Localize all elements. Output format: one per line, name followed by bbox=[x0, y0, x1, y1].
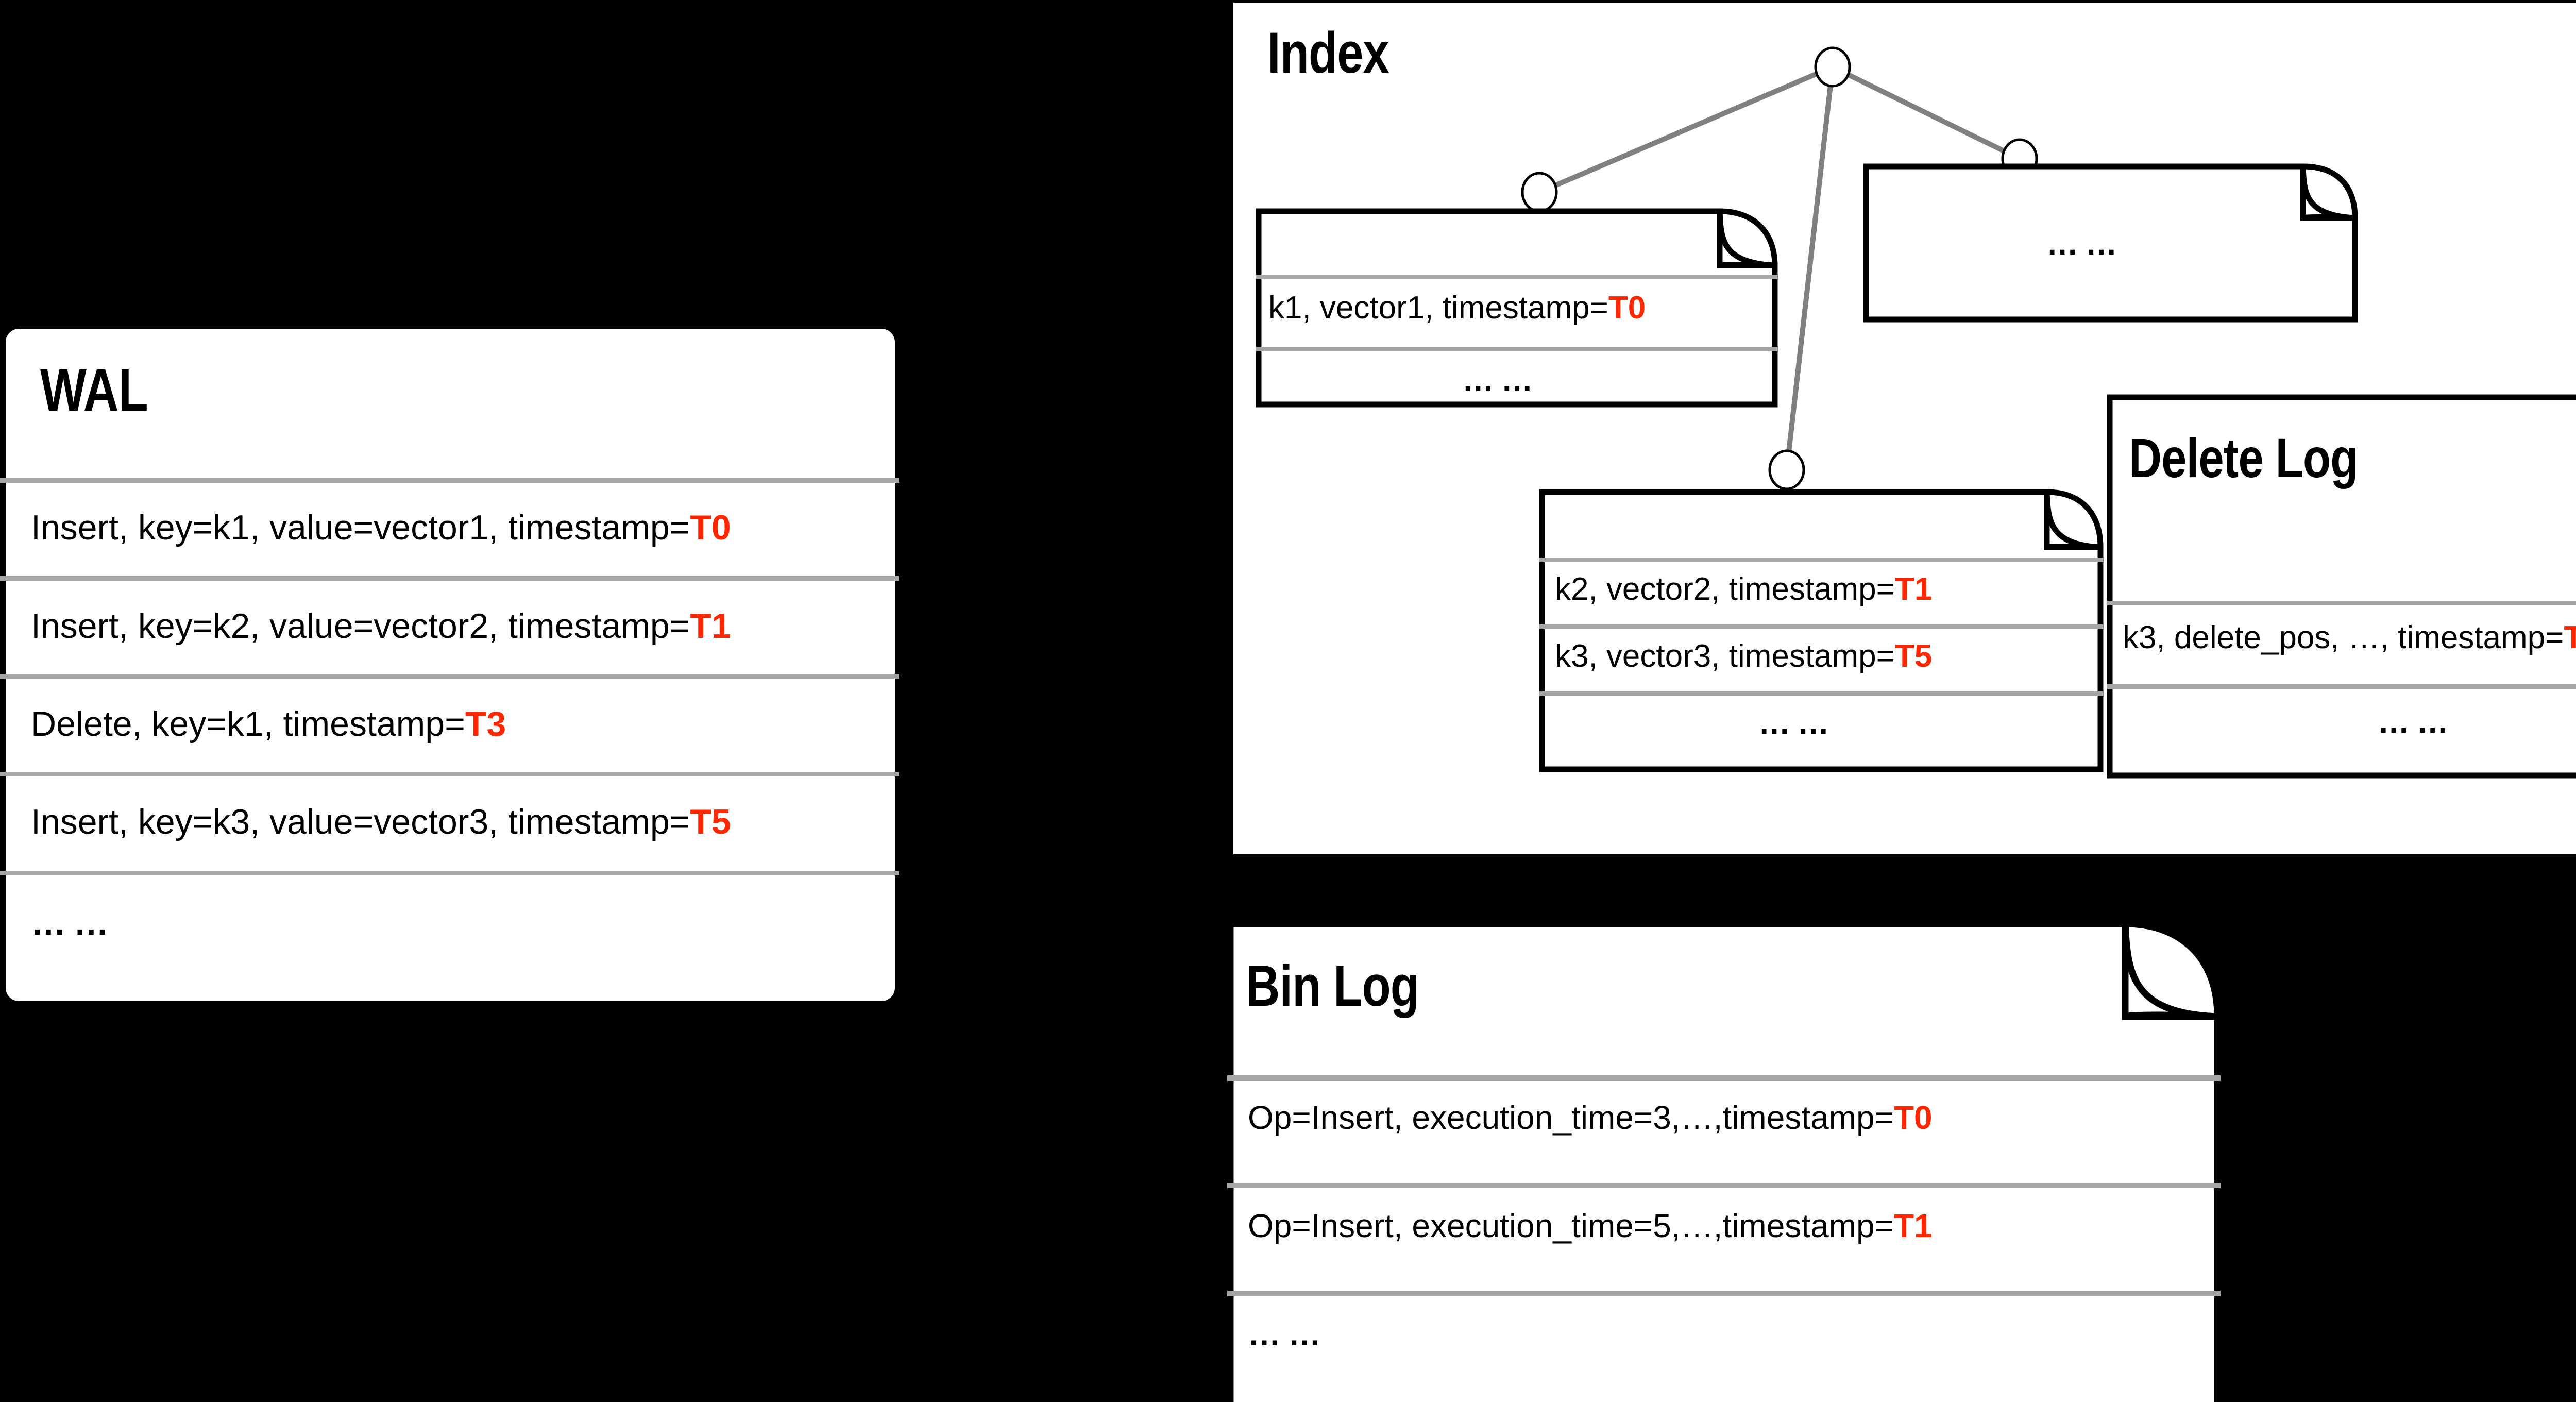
bin-log-row-text: Op=Insert, execution_time=5,…,timestamp= bbox=[1248, 1207, 1894, 1244]
bin-log-separator bbox=[1227, 1291, 2221, 1296]
bin-log-row: Op=Insert, execution_time=5,…,timestamp=… bbox=[1248, 1207, 1933, 1245]
segment-row: …… bbox=[1462, 362, 1540, 399]
wal-separator bbox=[0, 674, 899, 679]
delete-log-card: Delete Log k3, delete_pos, …, timestamp=… bbox=[2107, 394, 2576, 779]
segment-row-text: k3, vector3, timestamp= bbox=[1555, 638, 1895, 674]
segment-row-text: …… bbox=[1758, 705, 1837, 741]
wal-separator bbox=[0, 871, 899, 875]
segment-row: …… bbox=[1758, 705, 1836, 741]
fold-edge bbox=[2045, 544, 2101, 550]
index-title: Index bbox=[1267, 21, 1389, 85]
bin-log-row-text: Op=Insert, execution_time=3,…,timestamp= bbox=[1248, 1099, 1894, 1136]
bin-log-separator bbox=[1227, 1183, 2221, 1188]
bin-log-separator bbox=[1227, 1075, 2221, 1081]
segment-separator bbox=[1256, 275, 1777, 279]
segment-separator bbox=[1256, 347, 1777, 351]
delete-log-title: Delete Log bbox=[2129, 427, 2358, 489]
bin-log-row-timestamp: T0 bbox=[1893, 1099, 1933, 1136]
wal-row-text: Insert, key=k1, value=vector1, timestamp… bbox=[31, 508, 690, 547]
wal-row-text: Insert, key=k3, value=vector3, timestamp… bbox=[31, 802, 690, 841]
segment-row: k2, vector2, timestamp=T1 bbox=[1555, 571, 1932, 607]
wal-row: Insert, key=k3, value=vector3, timestamp… bbox=[31, 802, 731, 842]
fold-edge bbox=[2124, 1011, 2218, 1020]
wal-separator bbox=[0, 772, 899, 776]
segment-card-k2-k3: k2, vector2, timestamp=T1 k3, vector3, t… bbox=[1539, 489, 2104, 772]
wal-row-timestamp: T3 bbox=[465, 704, 506, 744]
wal-row: …… bbox=[31, 903, 116, 943]
wal-panel bbox=[6, 329, 895, 1001]
segment-separator bbox=[1539, 624, 2103, 629]
segment-row-text: k1, vector1, timestamp= bbox=[1268, 290, 1608, 326]
segment-row-timestamp: T0 bbox=[1608, 290, 1646, 326]
card-outline bbox=[2107, 394, 2576, 779]
wal-row-timestamp: T0 bbox=[690, 508, 731, 547]
segment-card-ellipsis: …… bbox=[1863, 163, 2358, 323]
delete-log-separator bbox=[2107, 601, 2576, 605]
fold-edge bbox=[1718, 262, 1775, 268]
bin-log-row-timestamp: T1 bbox=[1893, 1207, 1933, 1244]
wal-row: Insert, key=k2, value=vector2, timestamp… bbox=[31, 606, 731, 646]
wal-title: WAL bbox=[40, 357, 148, 424]
delete-log-separator bbox=[2107, 684, 2576, 689]
wal-separator bbox=[0, 478, 899, 483]
bin-log-card: Bin Log Op=Insert, execution_time=3,…,ti… bbox=[1227, 920, 2221, 1402]
wal-row-text: Insert, key=k2, value=vector2, timestamp… bbox=[31, 606, 690, 646]
segment-row: k3, vector3, timestamp=T5 bbox=[1555, 638, 1932, 674]
segment-row-timestamp: T5 bbox=[1894, 638, 1933, 674]
wal-row: Insert, key=k1, value=vector1, timestamp… bbox=[31, 508, 731, 548]
wal-separator bbox=[0, 576, 899, 581]
segment-row-text: k2, vector2, timestamp= bbox=[1555, 571, 1895, 607]
segment-row: …… bbox=[2046, 226, 2124, 262]
delete-log-row-timestamp: T3 bbox=[2564, 620, 2576, 655]
segment-separator bbox=[1539, 691, 2103, 696]
segment-row-text: …… bbox=[1462, 363, 1540, 398]
wal-row-text: Delete, key=k1, timestamp= bbox=[31, 704, 465, 744]
segment-row-timestamp: T1 bbox=[1894, 571, 1933, 607]
delete-log-row: k3, delete_pos, …, timestamp=T3 bbox=[2123, 619, 2576, 656]
wal-row-timestamp: T5 bbox=[690, 802, 731, 841]
wal-row-timestamp: T1 bbox=[690, 606, 731, 646]
segment-row: k1, vector1, timestamp=T0 bbox=[1268, 290, 1646, 326]
segment-row-text: …… bbox=[2046, 226, 2125, 262]
wal-row-text: …… bbox=[31, 903, 116, 942]
fold-edge bbox=[2301, 214, 2355, 221]
segment-card-k1: k1, vector1, timestamp=T0 …… bbox=[1256, 208, 1778, 408]
delete-log-row-text: …… bbox=[2378, 704, 2456, 740]
wal-row: Delete, key=k1, timestamp=T3 bbox=[31, 704, 506, 744]
bin-log-row: …… bbox=[1248, 1315, 1328, 1353]
delete-log-row-text: k3, delete_pos, …, timestamp= bbox=[2123, 620, 2564, 655]
bin-log-title: Bin Log bbox=[1246, 954, 1419, 1018]
bin-log-row: Op=Insert, execution_time=3,…,timestamp=… bbox=[1248, 1099, 1933, 1137]
segment-separator bbox=[1539, 558, 2103, 562]
bin-log-row-text: …… bbox=[1248, 1315, 1329, 1353]
delete-log-row: …… bbox=[2378, 704, 2455, 740]
